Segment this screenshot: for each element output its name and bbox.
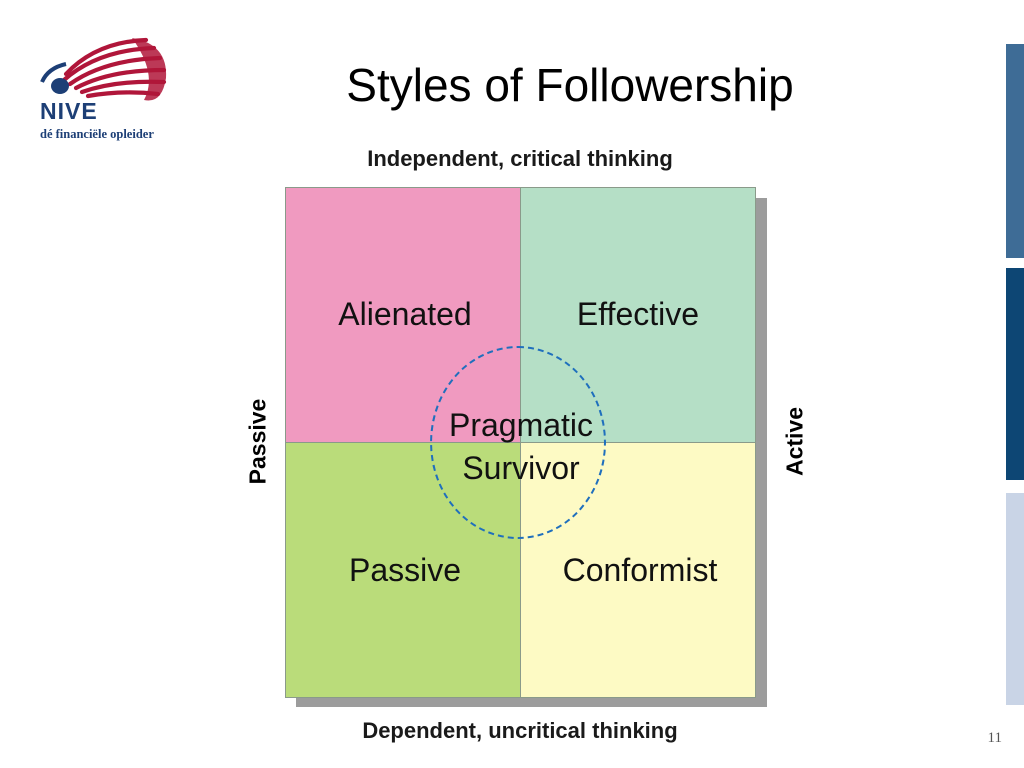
page-number: 11 <box>987 730 1002 746</box>
sidebar-bar-bottom <box>1006 493 1024 705</box>
logo-wordmark: NIVE <box>40 98 98 124</box>
pragmatic-survivor-circle <box>430 346 606 539</box>
axis-label-bottom: Dependent, uncritical thinking <box>362 718 678 743</box>
center-label: Pragmatic Survivor <box>420 404 622 490</box>
quadrant-label-alienated: Alienated <box>338 296 472 332</box>
slide-title: Styles of Followership <box>346 59 794 111</box>
axis-label-top: Independent, critical thinking <box>367 146 673 171</box>
nive-logo-icon <box>40 37 167 101</box>
quadrant-label-passive: Passive <box>348 552 462 588</box>
center-label-line2: Survivor <box>462 450 580 486</box>
sidebar-bar-middle <box>1006 268 1024 480</box>
axis-label-right: Active <box>781 406 808 477</box>
logo-tagline: dé financiële opleider <box>40 127 154 141</box>
quadrant-label-conformist: Conformist <box>562 552 718 588</box>
axis-label-left: Passive <box>244 398 271 485</box>
center-label-line1: Pragmatic <box>448 407 594 443</box>
sidebar-bar-top <box>1006 44 1024 258</box>
quadrant-label-effective: Effective <box>576 296 700 332</box>
